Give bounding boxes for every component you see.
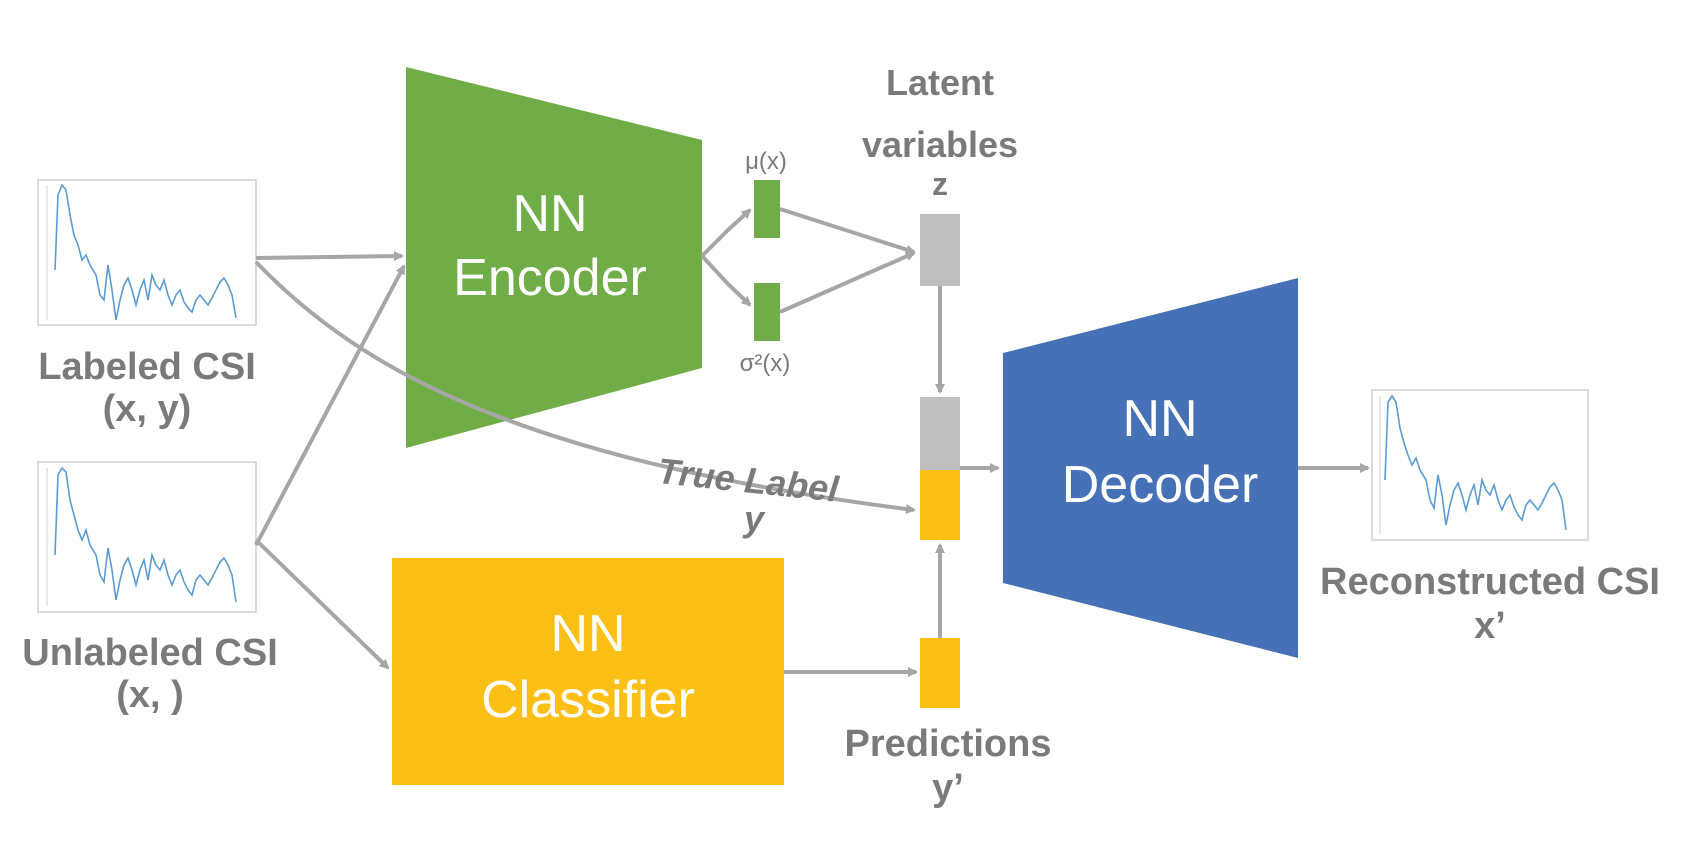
- encoder-label: NN Encoder: [440, 188, 660, 304]
- arrow-unlabeled-to-encoder: [254, 264, 406, 546]
- reconstructed-csi-signal: [1384, 394, 1567, 531]
- arrow-mu-to-z: [779, 207, 916, 255]
- unlabeled-csi-label: Unlabeled CSI (x, ): [22, 632, 278, 716]
- predictions-vector: [920, 638, 960, 708]
- latent-line1: Latent: [886, 62, 994, 103]
- nn-decoder-block: [1003, 278, 1298, 658]
- unlabeled-csi-signal: [54, 466, 237, 603]
- mu-label: μ(x): [745, 148, 787, 175]
- labeled-csi-signal: [54, 183, 237, 321]
- latent-symbol: z: [932, 166, 948, 202]
- classifier-label-line2: Classifier: [481, 671, 695, 729]
- predictions-text: Predictions: [844, 723, 1052, 765]
- concat-label-part: [920, 470, 960, 540]
- classifier-label-line1: NN: [550, 605, 626, 663]
- mu-vector: [754, 180, 780, 238]
- arrow-encoder-to-mu: [700, 208, 752, 258]
- nn-encoder-block: [406, 67, 702, 448]
- true-label-symbol: y: [744, 498, 765, 539]
- labeled-csi-plot: [37, 179, 257, 326]
- reconstructed-csi-title: Reconstructed CSI: [1320, 561, 1660, 603]
- latent-line2: variables: [861, 124, 1019, 165]
- unlabeled-csi-sub: (x, ): [116, 674, 184, 716]
- reconstructed-csi-plot: [1371, 389, 1589, 541]
- arrow-labeled-to-encoder: [255, 251, 404, 262]
- predictions-label: Predictions y’: [845, 722, 1052, 810]
- arrow-true-label: [254, 260, 916, 514]
- concat-latent-part: [920, 397, 960, 470]
- unlabeled-csi-plot: [37, 461, 257, 613]
- predictions-symbol: y’: [932, 767, 964, 809]
- encoder-label-line1: NN: [512, 185, 588, 243]
- labeled-csi-label: Labeled CSI (x, y): [38, 346, 256, 430]
- labeled-csi-title: Labeled CSI: [38, 346, 256, 388]
- encoder-label-line2: Encoder: [453, 249, 647, 307]
- classifier-label: NN Classifier: [470, 608, 706, 726]
- connections: [254, 207, 1370, 677]
- labeled-csi-sub: (x, y): [102, 388, 192, 430]
- sigma-vector: [754, 283, 780, 341]
- reconstructed-csi-label: Reconstructed CSI x’: [1320, 560, 1660, 648]
- arrow-encoder-to-sigma: [700, 254, 752, 307]
- decoder-label-line2: Decoder: [1061, 456, 1259, 514]
- latent-variables-label: Latent variables z: [862, 62, 1018, 202]
- reconstructed-csi-symbol: x’: [1474, 605, 1506, 647]
- unlabeled-csi-title: Unlabeled CSI: [22, 632, 278, 674]
- decoder-label-line1: NN: [1122, 390, 1198, 448]
- arrow-unlabeled-to-classifier: [254, 538, 390, 670]
- sigma-label: σ²(x): [739, 350, 791, 377]
- decoder-label: NN Decoder: [1040, 393, 1280, 511]
- nn-classifier-block: [392, 558, 784, 785]
- arrow-sigma-to-z: [779, 251, 916, 314]
- latent-z-vector: [920, 214, 960, 286]
